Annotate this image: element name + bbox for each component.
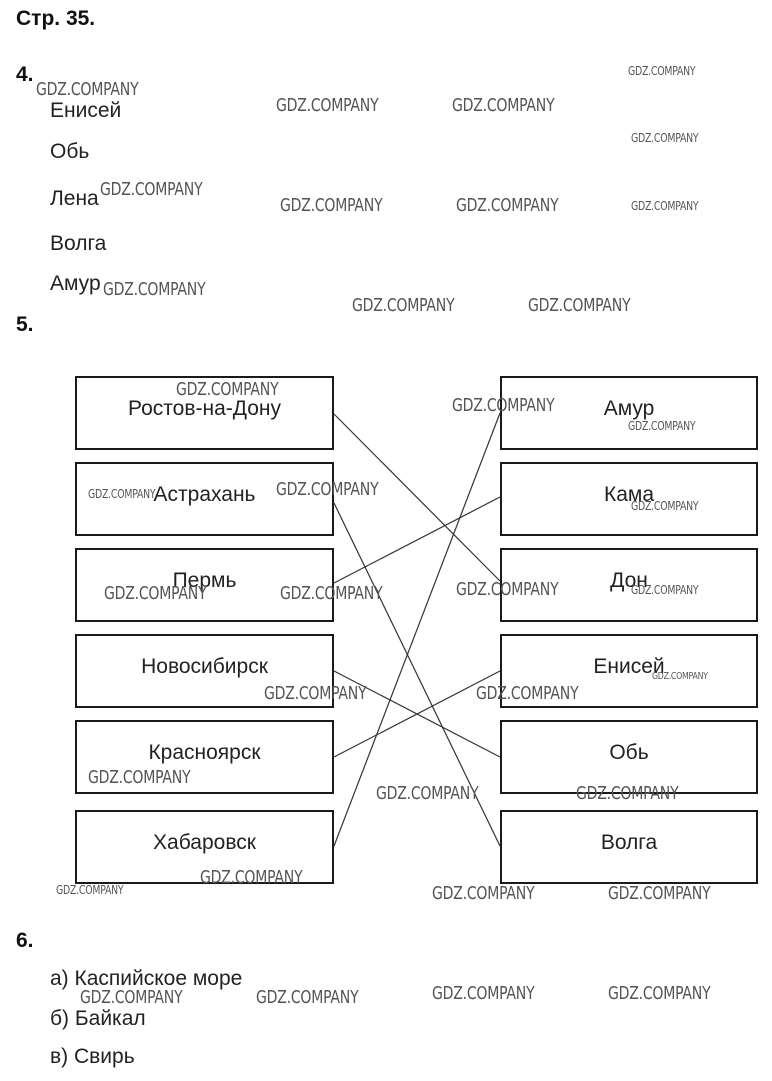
- watermark: GDZ.COMPANY: [352, 295, 455, 316]
- watermark: GDZ.COMPANY: [608, 983, 711, 1004]
- watermark: GDZ.COMPANY: [88, 487, 156, 501]
- task-4-river: Лена: [50, 187, 99, 210]
- river-box: Дон: [500, 548, 758, 622]
- watermark: GDZ.COMPANY: [452, 95, 555, 116]
- watermark: GDZ.COMPANY: [200, 867, 303, 888]
- watermark: GDZ.COMPANY: [276, 479, 379, 500]
- river-box: Енисей: [500, 634, 758, 708]
- match-line: [333, 413, 501, 582]
- watermark: GDZ.COMPANY: [528, 295, 631, 316]
- task-4-river: Обь: [50, 140, 90, 163]
- watermark: GDZ.COMPANY: [56, 883, 124, 897]
- watermark: GDZ.COMPANY: [256, 987, 359, 1008]
- watermark: GDZ.COMPANY: [631, 199, 699, 213]
- watermark: GDZ.COMPANY: [36, 79, 139, 100]
- city-label: Красноярск: [148, 741, 261, 764]
- task-4-river: Амур: [50, 272, 101, 295]
- city-box: Новосибирск: [75, 634, 334, 708]
- task-4-river: Енисей: [50, 99, 122, 122]
- match-line: [333, 412, 501, 847]
- city-box: Астрахань: [75, 462, 334, 536]
- city-label: Ростов-на-Дону: [128, 397, 281, 420]
- city-box: Пермь: [75, 548, 334, 622]
- page-label: Стр. 35.: [16, 7, 96, 30]
- city-box: Ростов-на-Дону: [75, 376, 334, 450]
- task-6-answer: в) Свирь: [50, 1045, 135, 1068]
- watermark: GDZ.COMPANY: [80, 987, 183, 1008]
- task-6-answer: а) Каспийское море: [50, 967, 243, 990]
- watermark: GDZ.COMPANY: [264, 683, 367, 704]
- task-5-number: 5.: [16, 313, 34, 336]
- watermark: GDZ.COMPANY: [280, 195, 383, 216]
- city-label: Пермь: [172, 569, 237, 592]
- city-label: Новосибирск: [141, 655, 268, 678]
- match-line: [333, 496, 501, 584]
- match-line: [333, 670, 501, 758]
- river-label: Обь: [609, 741, 649, 764]
- watermark: GDZ.COMPANY: [631, 131, 699, 145]
- watermark: GDZ.COMPANY: [280, 583, 383, 604]
- watermark: GDZ.COMPANY: [628, 419, 696, 433]
- river-label: Дон: [610, 569, 648, 592]
- watermark: GDZ.COMPANY: [104, 583, 207, 604]
- watermark: GDZ.COMPANY: [100, 179, 203, 200]
- river-label: Волга: [600, 831, 658, 854]
- watermark: GDZ.COMPANY: [276, 95, 379, 116]
- watermark: GDZ.COMPANY: [432, 883, 535, 904]
- task-4-river: Волга: [50, 232, 107, 255]
- watermark: GDZ.COMPANY: [631, 499, 699, 513]
- river-label: Кама: [603, 483, 655, 506]
- watermark: GDZ.COMPANY: [103, 279, 206, 300]
- watermark: GDZ.COMPANY: [176, 379, 279, 400]
- river-box: Амур: [500, 376, 758, 450]
- river-box: Обь: [500, 720, 758, 794]
- river-box: Кама: [500, 462, 758, 536]
- watermark: GDZ.COMPANY: [452, 395, 555, 416]
- watermark: GDZ.COMPANY: [376, 783, 479, 804]
- river-box: Волга: [500, 810, 758, 884]
- watermark: GDZ.COMPANY: [456, 195, 559, 216]
- watermark: GDZ.COMPANY: [432, 983, 535, 1004]
- match-line: [333, 502, 501, 847]
- watermark: GDZ.COMPANY: [628, 64, 696, 78]
- city-box: Хабаровск: [75, 810, 334, 884]
- city-label: Хабаровск: [153, 831, 256, 854]
- city-box: Красноярск: [75, 720, 334, 794]
- watermark: GDZ.COMPANY: [576, 783, 679, 804]
- watermark: GDZ.COMPANY: [652, 671, 708, 682]
- river-label: Енисей: [593, 655, 665, 678]
- watermark: GDZ.COMPANY: [631, 583, 699, 597]
- city-label: Астрахань: [153, 483, 256, 506]
- watermark: GDZ.COMPANY: [476, 683, 579, 704]
- task-6-number: 6.: [16, 929, 34, 952]
- watermark: GDZ.COMPANY: [88, 767, 191, 788]
- watermark: GDZ.COMPANY: [608, 883, 711, 904]
- task-4-number: 4.: [16, 63, 34, 86]
- watermark: GDZ.COMPANY: [456, 579, 559, 600]
- task-6-answer: б) Байкал: [50, 1007, 146, 1030]
- river-label: Амур: [603, 397, 655, 420]
